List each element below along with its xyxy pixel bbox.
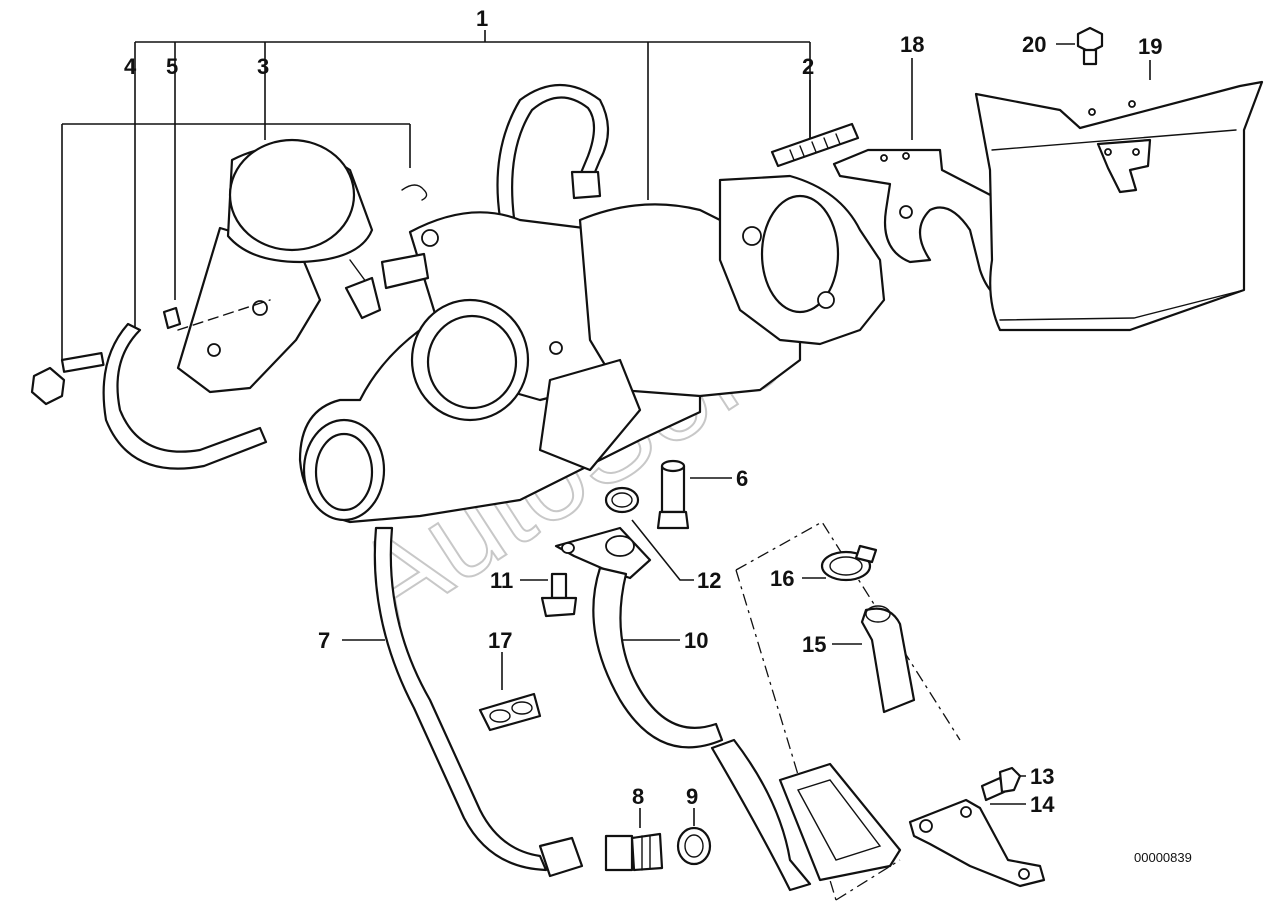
callout-15: 15 — [802, 632, 826, 657]
callout-8: 8 — [632, 784, 644, 809]
oil-feed-pipe — [496, 83, 610, 220]
callout-9: 9 — [686, 784, 698, 809]
callout-14: 14 — [1030, 792, 1055, 817]
bolt-part-13 — [980, 766, 1022, 802]
stud-part-2 — [770, 122, 860, 168]
callout-13: 13 — [1030, 764, 1054, 789]
callout-11: 11 — [490, 568, 513, 593]
callout-12: 12 — [697, 568, 721, 593]
seal-ring-inner — [611, 492, 633, 508]
clip-part-17 — [478, 692, 542, 732]
callout-3: 3 — [257, 54, 269, 79]
oil-return-pipe-part-10 — [554, 526, 724, 749]
vacuum-can-bracket-part-3 — [176, 138, 382, 394]
callout-20: 20 — [1022, 32, 1046, 57]
return-hose-flange — [710, 738, 902, 892]
clip — [401, 184, 428, 201]
banjo-bolt-part-6 — [656, 459, 690, 530]
turbocharger-part-1 — [298, 174, 886, 524]
callout-16: 16 — [770, 566, 794, 591]
hose-clamp-part-16 — [820, 544, 878, 582]
callout-2: 2 — [802, 54, 814, 79]
washer-inner — [684, 834, 704, 858]
callout-5: 5 — [166, 54, 178, 79]
callout-1: 1 — [476, 6, 488, 31]
callout-6: 6 — [736, 466, 748, 491]
pipe-fitting — [570, 170, 602, 200]
grommet-part-5 — [162, 306, 182, 330]
seal-ring-part-12 — [604, 486, 640, 514]
callout-7: 7 — [318, 628, 330, 653]
diagram-code: 00000839 — [1134, 850, 1192, 865]
callout-19: 19 — [1138, 34, 1162, 59]
heat-shield-part-19 — [974, 80, 1264, 332]
callout-17: 17 — [488, 628, 512, 653]
dashed-ref-line — [177, 299, 271, 331]
bracket-part-14 — [908, 798, 1046, 888]
bolt-part-4 — [30, 351, 105, 406]
bolt-part-11 — [540, 572, 578, 618]
oil-pipe-part-7 — [373, 526, 548, 872]
hose-elbow-part-15 — [860, 607, 916, 714]
callout-10: 10 — [684, 628, 708, 653]
hose-elbow-end — [865, 605, 891, 623]
callout-18: 18 — [900, 32, 924, 57]
bolt-part-20 — [1076, 26, 1104, 66]
callout-labels: 1 2 3 4 5 6 7 8 9 10 11 12 13 14 15 16 1… — [124, 6, 1192, 865]
callout-4: 4 — [124, 54, 137, 79]
hose-part-4 — [102, 322, 268, 470]
union-fitting-part-8 — [538, 832, 664, 878]
washer-part-9 — [676, 826, 712, 866]
